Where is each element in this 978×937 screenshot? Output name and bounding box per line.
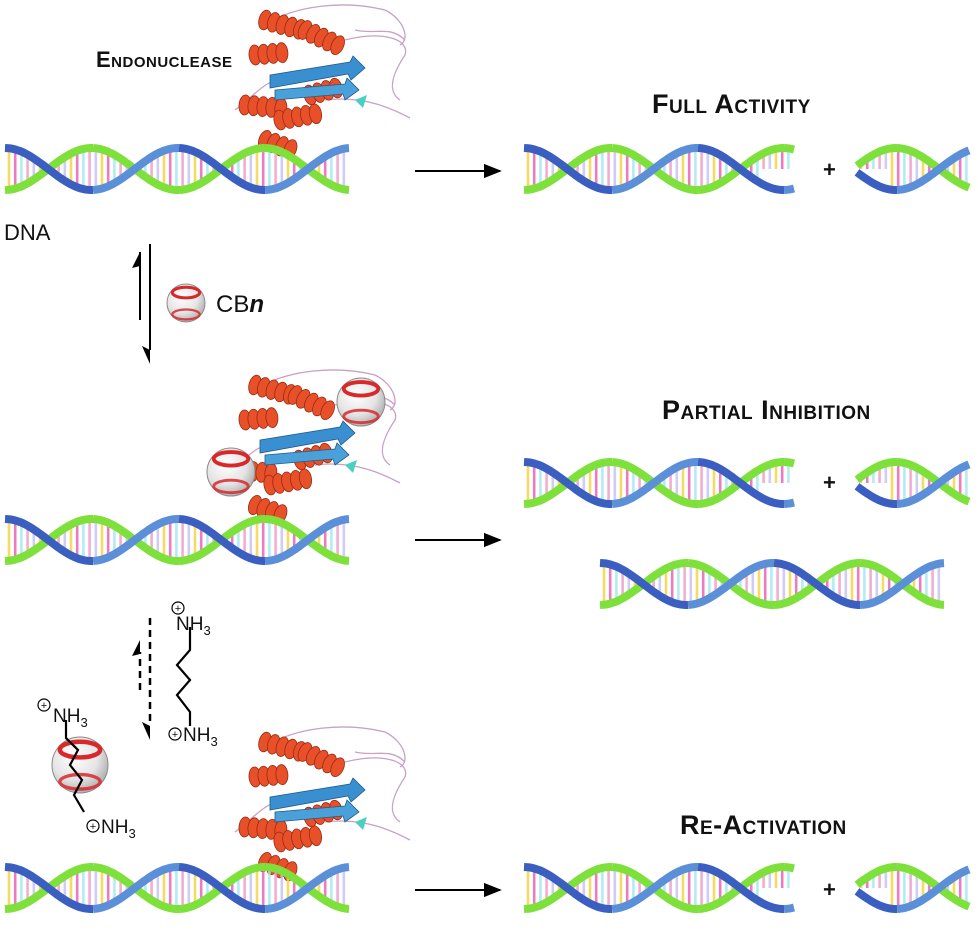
diaminobutane-icon: + NH3 + NH3 — [168, 601, 218, 749]
plus-sign: + — [823, 877, 836, 902]
charge-icon: + — [175, 603, 181, 615]
dna-fragment-long-icon — [523, 458, 795, 508]
charge-icon: + — [90, 821, 96, 833]
amine-label: NH3 — [176, 614, 211, 638]
plus-sign: + — [823, 157, 836, 182]
amine-label: NH3 — [183, 725, 218, 749]
dna-fragment-short-icon — [854, 144, 971, 194]
dna-fragment-short-icon — [854, 863, 971, 913]
dna-helix-icon — [4, 863, 350, 913]
equilibrium-arrows-dashed — [132, 618, 152, 740]
re-activation-title: Re-Activation — [680, 810, 847, 840]
dna-fragment-long-icon — [523, 144, 795, 194]
dna-helix-icon — [4, 144, 350, 194]
endonuclease-protein-icon — [234, 4, 411, 160]
cucurbituril-icon — [206, 447, 256, 497]
plus-sign: + — [823, 470, 836, 495]
cucurbituril-icon — [336, 377, 386, 427]
dna-helix-icon — [4, 515, 350, 565]
partial-inhibition-title: Partial Inhibition — [662, 395, 871, 425]
cucurbituril-icon — [51, 736, 109, 794]
dna-intact-icon — [599, 559, 945, 609]
cb-label: CBn — [216, 291, 264, 318]
equilibrium-arrows-cb — [132, 244, 151, 364]
amine-label: NH3 — [101, 817, 136, 841]
host-guest-complex-icon: + NH3 + NH3 — [37, 698, 136, 841]
charge-icon: + — [172, 729, 178, 741]
cucurbituril-icon — [166, 283, 206, 323]
full-activity-title: Full Activity — [652, 89, 811, 119]
endonuclease-protein-icon — [224, 369, 401, 525]
dna-label: DNA — [4, 220, 51, 245]
endonuclease-protein-icon — [234, 726, 411, 882]
endonuclease-label: Endonuclease — [96, 47, 233, 72]
charge-icon: + — [41, 700, 47, 712]
amine-label: NH3 — [53, 706, 88, 730]
dna-fragment-short-icon — [854, 458, 971, 508]
dna-fragment-long-icon — [523, 863, 795, 913]
